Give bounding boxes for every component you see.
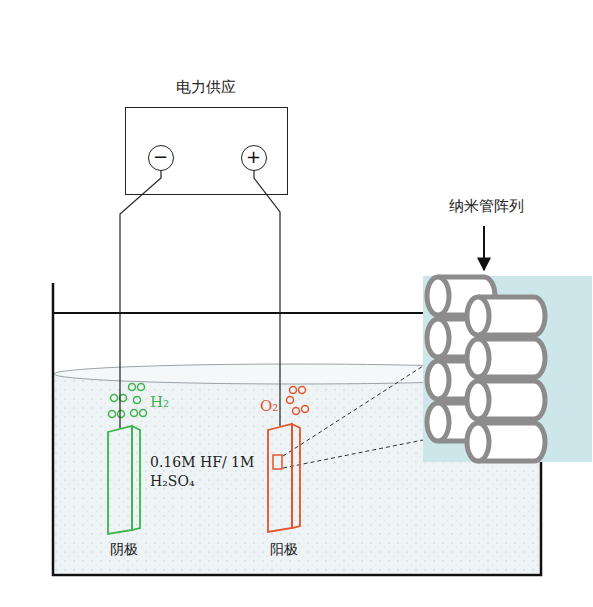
electrode-outline [104, 424, 144, 536]
nanotube-mouth [467, 381, 489, 419]
power-supply-box: 电力供应−+ [125, 107, 288, 195]
pointer-arrow [483, 226, 485, 270]
electrode-outline [264, 422, 304, 534]
nanotube-mouth [427, 277, 449, 315]
gas-label: H₂ [150, 392, 169, 412]
nanotube-array [427, 277, 545, 461]
beaker [53, 283, 541, 575]
positive-terminal: + [241, 145, 267, 171]
oxygen-bubbles [287, 387, 309, 415]
terminal-sign: + [246, 148, 261, 166]
gas-label: O₂ [260, 396, 278, 416]
electrolyte [54, 376, 540, 573]
inset-title: 纳米管阵列 [449, 196, 524, 216]
zoom-leader [283, 440, 423, 468]
hydrogen-bubbles [109, 384, 147, 418]
electrode-side [292, 424, 300, 528]
node-label: 阳极 [270, 541, 298, 559]
node-label: 阴极 [110, 541, 138, 559]
electrolyte-texture [54, 376, 540, 573]
nanotube-mouth [467, 423, 489, 461]
nanotube-mouth [467, 339, 489, 377]
nanotube-mouth [427, 361, 449, 399]
electrode-side [132, 426, 140, 530]
electrolyte-label: 0.16M HF/ 1M H₂SO₄ [150, 453, 260, 491]
wire [254, 171, 280, 426]
wire [120, 171, 161, 428]
nanotube-mouth [427, 319, 449, 357]
nanotube-mouth [467, 297, 489, 335]
zoom-leader [283, 366, 423, 456]
sample-region [273, 455, 282, 469]
negative-terminal: − [148, 145, 174, 171]
cathode-plate: 阴极 [104, 424, 144, 536]
node-label: 电力供应 [176, 78, 236, 97]
nanotube-mouth [427, 403, 449, 441]
electrode-face [268, 424, 292, 532]
anode-plate: 阳极 [264, 422, 304, 534]
electrode-face [108, 426, 132, 534]
terminal-sign: − [153, 148, 168, 166]
zoom-inset [423, 276, 592, 462]
